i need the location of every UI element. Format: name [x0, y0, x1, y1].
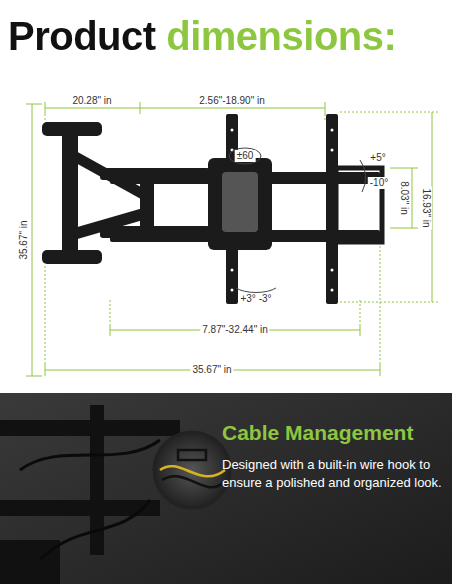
dimension-label: 16.93" in [420, 186, 432, 229]
text-panel: Cable ManagementDesigned with a built-in… [222, 420, 444, 492]
panel-heading: Cable Management [222, 420, 444, 446]
dimension-label: 2.56"-18.90" in [197, 95, 266, 107]
dimension-label: +3° -3° [238, 293, 273, 305]
dimension-label: 35.67" in [190, 364, 233, 376]
panel-body: Designed with a built-in wire hook to en… [222, 456, 444, 492]
page-title: Product dimensions: [8, 14, 396, 59]
dimension-label: +5° [368, 152, 387, 164]
dimension-label: 35.67" in [18, 218, 30, 261]
dimension-label: 20.28" in [70, 95, 113, 107]
dimension-label: 8.03" in [398, 179, 410, 217]
dimension-label: -10° [368, 177, 390, 189]
dimension-label: ±60 [235, 150, 256, 162]
dimension-label: 7.87"-32.44" in [200, 324, 269, 336]
